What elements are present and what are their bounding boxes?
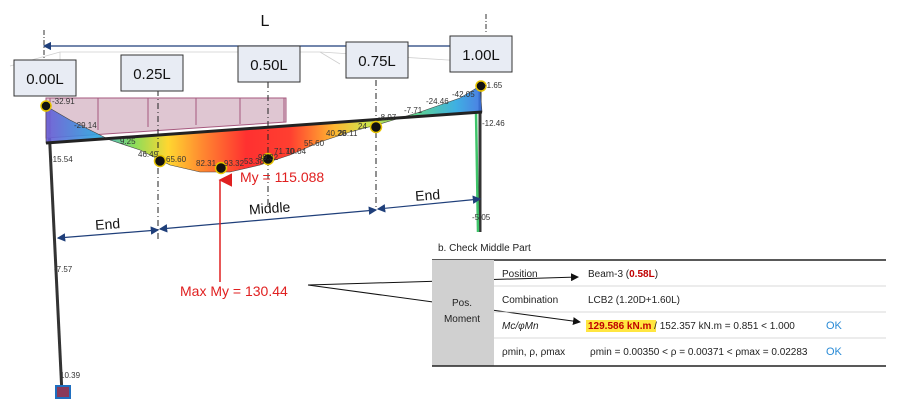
- svg-text:-7.57: -7.57: [54, 265, 73, 274]
- svg-text:10.39: 10.39: [60, 371, 81, 380]
- ok-status-moment: OK: [826, 320, 843, 332]
- table-group-label-1: Pos.: [452, 298, 472, 309]
- svg-text:10.04: 10.04: [286, 147, 307, 156]
- svg-text:-32.91: -32.91: [52, 97, 75, 106]
- svg-text:-8.97: -8.97: [378, 113, 397, 122]
- beam: [45, 110, 483, 145]
- end-right-label: End: [415, 186, 441, 204]
- svg-text:55.60: 55.60: [304, 139, 325, 148]
- svg-text:-29.14: -29.14: [74, 121, 97, 130]
- my-annotation: My = 115.088: [240, 169, 324, 185]
- span-label: L: [261, 13, 270, 30]
- svg-text:0.25L: 0.25L: [133, 66, 171, 83]
- svg-text:LCB2 (1.20D+1.60L): LCB2 (1.20D+1.60L): [588, 295, 680, 306]
- svg-text:129.586 kN.m / 152.357 kN.m =: 129.586 kN.m / 152.357 kN.m = 0.851 < 1.…: [588, 321, 795, 332]
- table-row-combination: Combination LCB2 (1.20D+1.60L): [502, 295, 680, 306]
- check-table: b. Check Middle Part Pos. Moment Positio…: [432, 243, 886, 367]
- svg-text:9.25: 9.25: [120, 137, 136, 146]
- svg-text:-5.05: -5.05: [472, 213, 491, 222]
- table-row-moment-ratio: Mc/φMn 129.586 kN.m / 152.357 kN.m = 0.8…: [502, 320, 843, 332]
- svg-text:71.70: 71.70: [274, 147, 295, 156]
- svg-text:26.11: 26.11: [338, 129, 358, 138]
- svg-text:Mc/φMn: Mc/φMn: [502, 321, 539, 332]
- svg-text:Position: Position: [502, 269, 538, 280]
- position-box-0: 0.00L: [13, 59, 77, 97]
- svg-text:-42.05: -42.05: [452, 90, 475, 99]
- table-row-rho: ρmin, ρ, ρmax ρmin = 0.00350 < ρ = 0.003…: [502, 346, 843, 358]
- max-my-annotation: Max My = 130.44: [180, 283, 288, 299]
- svg-text:ρmin = 0.00350 < ρ = 0.00371 <: ρmin = 0.00350 < ρ = 0.00371 < ρmax = 0.…: [590, 347, 808, 358]
- svg-text:40.20: 40.20: [326, 129, 347, 138]
- svg-text:65.60: 65.60: [166, 155, 187, 164]
- position-box-1: 0.25L: [120, 54, 184, 92]
- svg-text:0.00L: 0.00L: [26, 71, 64, 88]
- left-column: [46, 105, 64, 395]
- svg-text:1.00L: 1.00L: [462, 47, 500, 64]
- position-box-2: 0.50L: [237, 45, 301, 83]
- ok-status-rho: OK: [826, 346, 843, 358]
- table-title: b. Check Middle Part: [438, 243, 531, 254]
- node-markers: [40, 80, 487, 175]
- end-left-label: End: [95, 215, 121, 233]
- svg-text:99.32: 99.32: [258, 153, 279, 162]
- table-group-label-2: Moment: [444, 314, 480, 325]
- end-right-dimension: [376, 195, 482, 213]
- middle-label: Middle: [249, 199, 291, 218]
- svg-text:Beam-3 (0.58L): Beam-3 (0.58L): [588, 269, 658, 280]
- svg-text:53.38: 53.38: [244, 157, 265, 166]
- svg-text:-1.65: -1.65: [484, 81, 503, 90]
- svg-text:46.49: 46.49: [138, 150, 159, 159]
- svg-text:0.75L: 0.75L: [358, 53, 396, 70]
- position-box-3: 0.75L: [345, 41, 409, 79]
- table-row-position: Position Beam-3 (0.58L): [502, 269, 658, 280]
- middle-dimension: [158, 206, 378, 233]
- table-group-cell: [432, 260, 494, 366]
- moment-value-labels: -32.91 -29.14 9.25 46.49 65.60 82.31 93.…: [50, 81, 505, 380]
- base-support-icon: [55, 385, 71, 399]
- svg-text:82.31: 82.31: [196, 159, 217, 168]
- svg-text:93.32: 93.32: [224, 159, 245, 168]
- svg-text:-15.54: -15.54: [50, 155, 73, 164]
- svg-text:24: 24: [358, 122, 367, 131]
- svg-text:-7.71: -7.71: [404, 106, 423, 115]
- end-left-dimension: [56, 226, 160, 242]
- svg-text:-24.46: -24.46: [426, 97, 449, 106]
- svg-text:-12.46: -12.46: [482, 119, 505, 128]
- position-box-4: 1.00L: [449, 35, 513, 73]
- svg-text:ρmin, ρ, ρmax: ρmin, ρ, ρmax: [502, 347, 565, 358]
- svg-text:Combination: Combination: [502, 295, 558, 306]
- svg-text:0.50L: 0.50L: [250, 57, 288, 74]
